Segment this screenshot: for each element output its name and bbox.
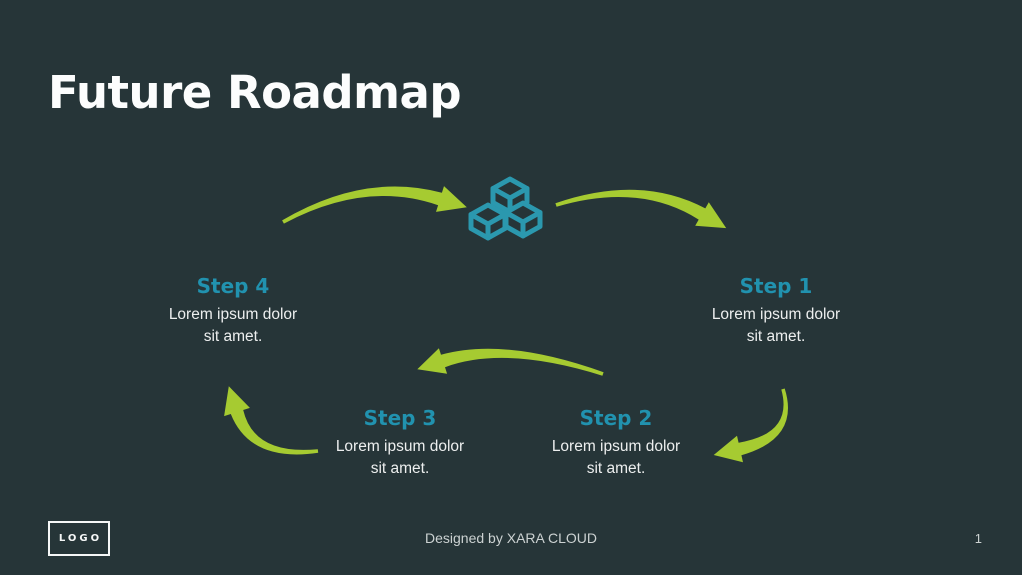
step-1-description: Lorem ipsum dolor sit amet. [666,304,886,347]
step-1-block: Step 1 Lorem ipsum dolor sit amet. [666,274,886,347]
step-4-title: Step 4 [196,274,270,298]
desc-line: sit amet. [203,327,263,345]
desc-line: sit amet. [586,459,646,477]
arrow-step2-to-step3-icon [417,348,604,376]
step-3-title: Step 3 [363,406,437,430]
page-number: 1 [974,531,982,546]
step-2-block: Step 2 Lorem ipsum dolor sit amet. [506,406,726,479]
desc-line: Lorem ipsum dolor [168,306,298,323]
logo-badge: LOGO [48,521,110,556]
cube-right [503,200,543,239]
step-4-block: Step 4 Lorem ipsum dolor sit amet. [123,274,343,347]
arrow-step4-to-center-icon [282,186,467,224]
desc-line: sit amet. [370,459,430,477]
desc-line: Lorem ipsum dolor [335,438,465,455]
cubes-icon [468,176,543,241]
arrow-center-to-step1-icon [555,189,727,229]
slide-title: Future Roadmap [48,66,462,119]
desc-line: Lorem ipsum dolor [551,438,681,455]
cube-left [468,202,508,241]
step-1-title: Step 1 [739,274,813,298]
step-2-title: Step 2 [579,406,653,430]
step-4-description: Lorem ipsum dolor sit amet. [123,304,343,347]
desc-line: Lorem ipsum dolor [711,306,841,323]
credit-text: Designed by XARA CLOUD [425,530,597,546]
step-2-description: Lorem ipsum dolor sit amet. [506,436,726,479]
desc-line: sit amet. [746,327,806,345]
step-3-description: Lorem ipsum dolor sit amet. [290,436,510,479]
logo-text: LOGO [58,533,103,544]
step-3-block: Step 3 Lorem ipsum dolor sit amet. [290,406,510,479]
